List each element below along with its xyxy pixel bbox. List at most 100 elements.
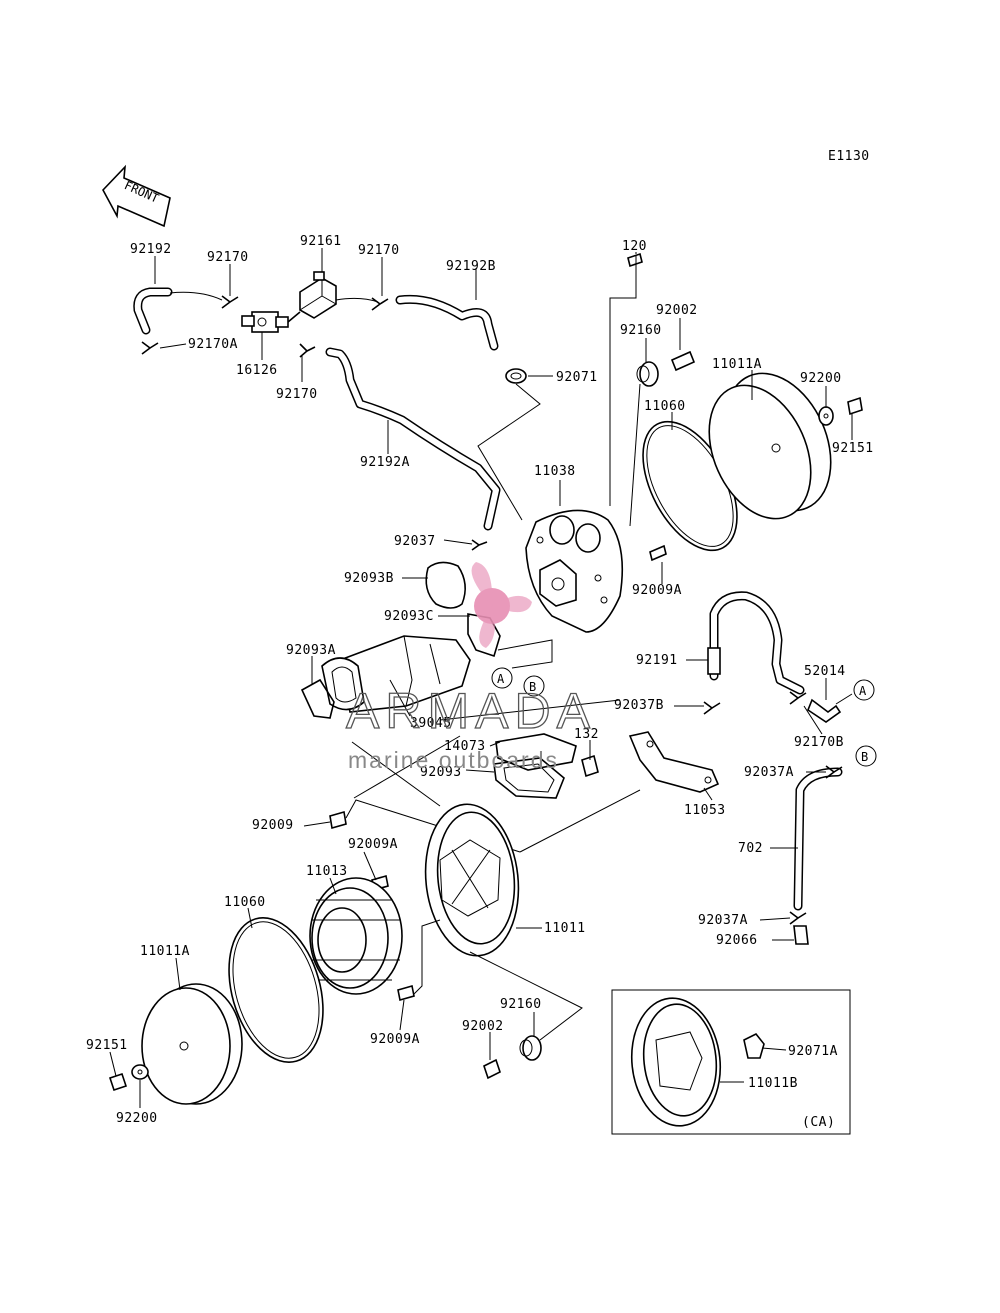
svg-text:B: B	[861, 750, 868, 764]
callout-a-circle: A	[491, 667, 513, 689]
label-92170-a: 92170	[207, 250, 249, 265]
callout-b-circle: B	[523, 675, 545, 697]
bolt-92151-bot-icon	[108, 1072, 128, 1092]
spacer-92160-top-icon	[636, 361, 659, 387]
leader-a-box	[497, 639, 553, 669]
label-92071: 92071	[556, 370, 598, 385]
label-92009A-bot: 92009A	[370, 1032, 420, 1047]
front-arrow-icon: FRONT	[102, 164, 171, 228]
label-14073: 14073	[444, 739, 486, 754]
duct-39045	[321, 635, 471, 713]
label-92037B: 92037B	[614, 698, 664, 713]
clip-92037A-bot-icon	[789, 911, 807, 925]
label-11011A-top: 11011A	[712, 357, 762, 372]
clip-icon	[221, 295, 239, 309]
label-11011: 11011	[544, 921, 586, 936]
label-92200-bot: 92200	[116, 1111, 158, 1126]
nipple-92066-icon	[793, 925, 809, 945]
hose-702	[793, 767, 843, 911]
label-92170-c: 92170	[276, 387, 318, 402]
backplate-11011B	[630, 997, 722, 1127]
label-92009A-mid: 92009A	[348, 837, 398, 852]
label-leaders	[109, 248, 853, 1108]
label-92161: 92161	[300, 234, 342, 249]
washer-92200-top-icon	[818, 406, 834, 426]
label-132: 132	[574, 727, 599, 742]
bolt-92151-top-icon	[847, 396, 863, 416]
watermark-tagline: marine outboards	[348, 747, 559, 773]
label-92192: 92192	[130, 242, 172, 257]
label-92037A-top: 92037A	[744, 765, 794, 780]
inset-note: (CA)	[802, 1115, 835, 1130]
gasket-92093B	[425, 561, 466, 609]
screw-92009-icon	[329, 810, 347, 830]
label-92037: 92037	[394, 534, 436, 549]
gasket-92093A	[300, 678, 335, 719]
label-92009A-top: 92009A	[632, 583, 682, 598]
label-92192A: 92192A	[360, 455, 410, 470]
ring-11060-bot	[228, 917, 324, 1063]
label-92200-top: 92200	[800, 371, 842, 386]
leader-hose-1	[169, 291, 223, 301]
hose-92191	[707, 591, 805, 695]
label-11038: 11038	[534, 464, 576, 479]
hose-92192B	[395, 294, 499, 351]
label-92170B: 92170B	[794, 735, 844, 750]
diagram-code: E1130	[828, 149, 870, 164]
label-92093: 92093	[420, 765, 462, 780]
label-92160-bot: 92160	[500, 997, 542, 1012]
svg-text:A: A	[859, 684, 867, 698]
leader-hose-2	[335, 297, 379, 303]
check-valve-16126-icon	[241, 311, 289, 333]
label-11011A-bot: 11011A	[140, 944, 190, 959]
hose-92192A	[325, 347, 501, 531]
bracket-11053	[628, 731, 720, 793]
leader-92160	[629, 383, 641, 527]
label-92071A: 92071A	[788, 1044, 838, 1059]
svg-text:A: A	[497, 672, 505, 686]
screw-92009A-top-icon	[649, 544, 667, 562]
grommet-92071A-icon	[743, 1032, 765, 1059]
leader-52014-A	[835, 693, 853, 705]
backplate-11038	[525, 509, 624, 633]
cover-11011A-top	[708, 372, 832, 520]
label-92160-top: 92160	[620, 323, 662, 338]
label-92170-b: 92170	[358, 243, 400, 258]
filter-element-11013	[309, 877, 403, 995]
svg-text:B: B	[529, 680, 536, 694]
clip-92037B-icon	[703, 701, 721, 715]
part-labels: 92192 92170 92161 92170 92192B 120 92002…	[86, 234, 874, 1126]
label-92191: 92191	[636, 653, 678, 668]
clip-icon-4	[141, 341, 159, 355]
label-92170A: 92170A	[188, 337, 238, 352]
leader-92009A-bot	[413, 919, 441, 995]
clip-92037A-top-icon	[825, 765, 843, 779]
label-92002-top: 92002	[656, 303, 698, 318]
label-92192B: 92192B	[446, 259, 496, 274]
label-11011B: 11011B	[748, 1076, 798, 1091]
watermark-propeller-icon	[471, 562, 532, 648]
label-92093B: 92093B	[344, 571, 394, 586]
fitting-52014-icon	[807, 698, 842, 723]
label-92151-bot: 92151	[86, 1038, 128, 1053]
gasket-92093	[493, 757, 565, 799]
bolt-92002-top-icon	[670, 350, 696, 372]
grommet-92071-icon	[505, 368, 527, 384]
leader-92160-bot	[469, 951, 583, 1041]
washer-92200-bot-icon	[131, 1064, 149, 1080]
callout-a-circle-right: A	[853, 679, 875, 701]
valve-92161-icon	[299, 271, 337, 319]
label-92093A: 92093A	[286, 643, 336, 658]
label-702: 702	[738, 841, 763, 856]
clip-icon-3	[299, 343, 316, 358]
clip-icon-2	[371, 297, 389, 311]
label-11053: 11053	[684, 803, 726, 818]
clip-92170B-icon	[789, 691, 807, 705]
label-92151-top: 92151	[832, 441, 874, 456]
vent-hose-92192	[133, 287, 173, 335]
label-92093C: 92093C	[384, 609, 434, 624]
clip-92037-icon	[471, 539, 488, 551]
label-11060-bot: 11060	[224, 895, 266, 910]
